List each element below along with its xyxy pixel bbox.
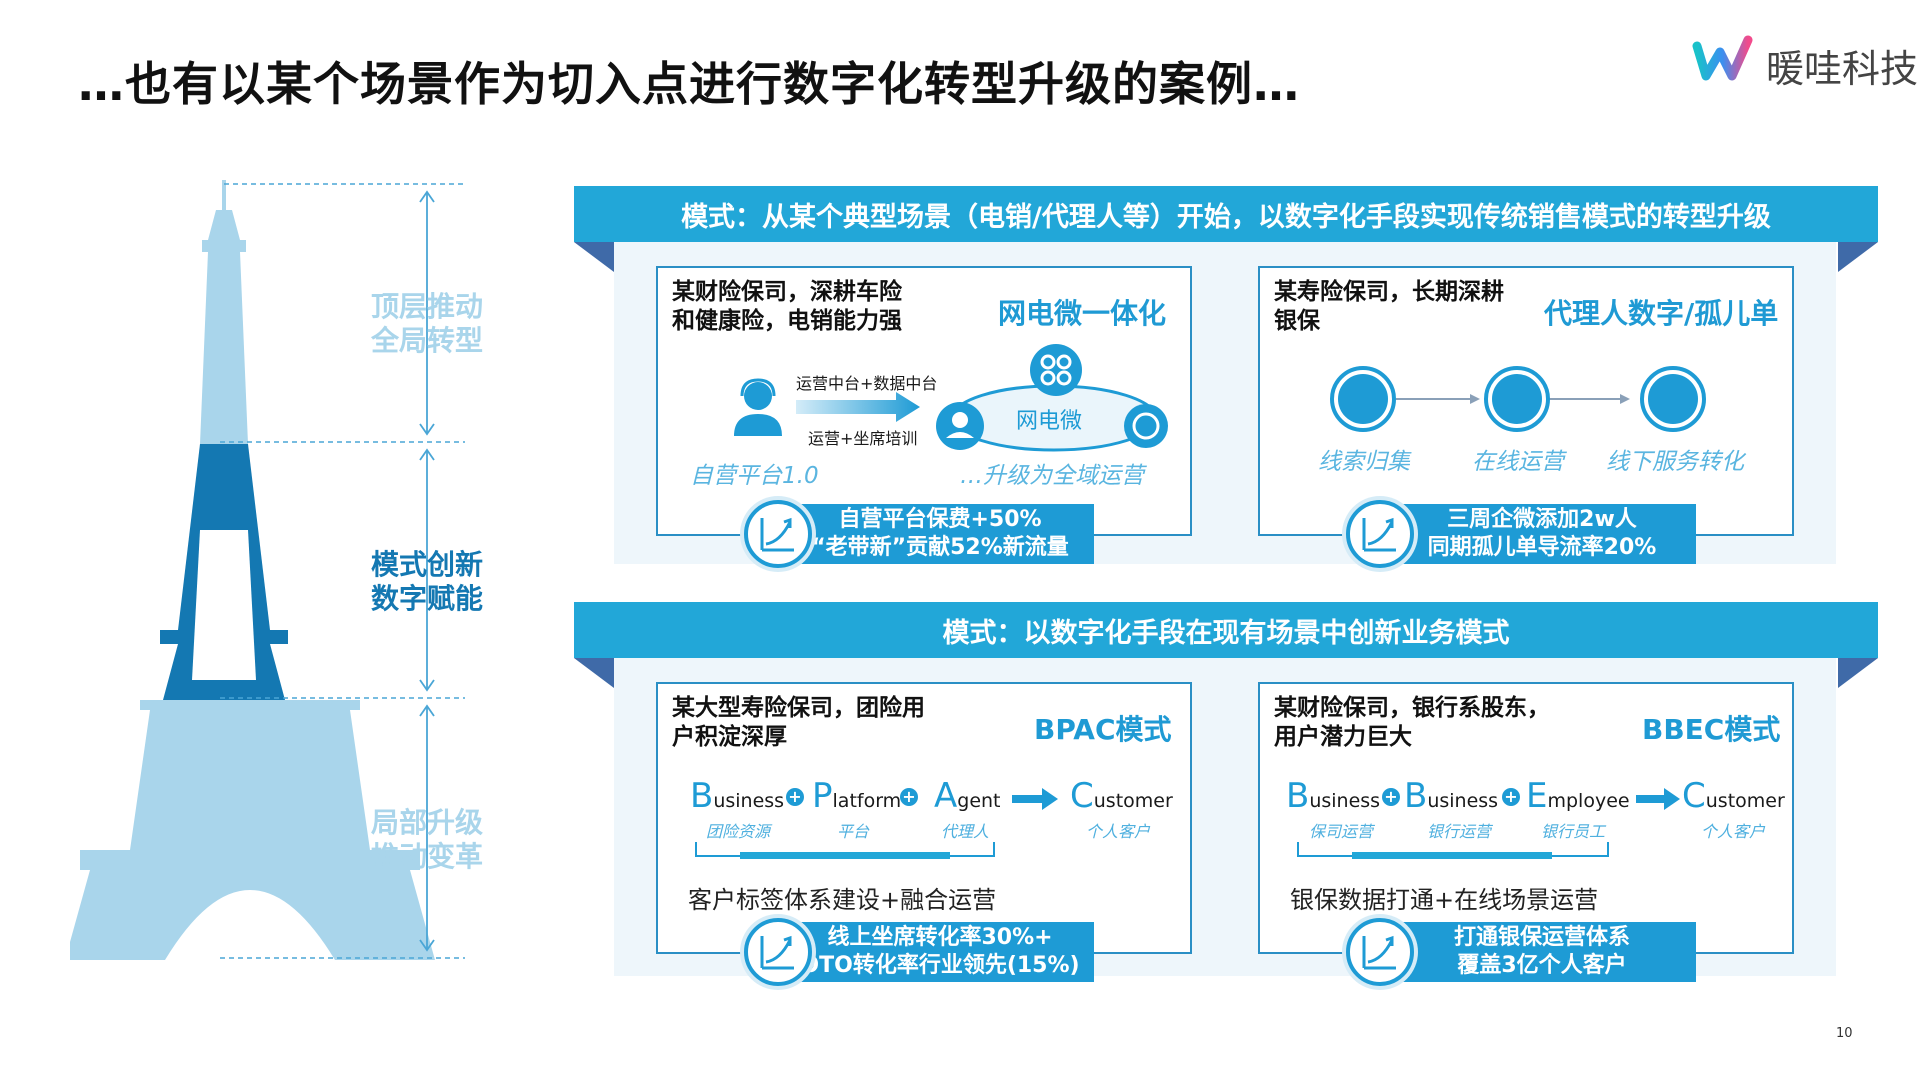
- growth-chart-icon: [744, 918, 812, 986]
- formula-term: Business: [690, 776, 785, 816]
- case-summary: 客户标签体系建设+融合运营: [688, 886, 997, 914]
- page-number: 10: [1836, 1026, 1853, 1041]
- formula-sub: 团险资源: [705, 822, 770, 841]
- growth-chart-icon: [744, 500, 812, 568]
- case-tag: BPAC模式: [1034, 713, 1172, 746]
- case-tag: 网电微一体化: [998, 297, 1167, 330]
- page-title: …也有以某个场景作为切入点进行数字化转型升级的案例…: [78, 57, 1300, 111]
- growth-chart-icon: [1346, 918, 1414, 986]
- plus-icon: +: [786, 788, 804, 806]
- formula-sub: 保司运营: [1308, 822, 1373, 841]
- brand-name: 暖哇科技: [1766, 47, 1919, 91]
- result-line-2: OTO转化率行业领先(15%): [800, 953, 1080, 978]
- result-line-1: 打通银保运营体系: [1453, 925, 1630, 950]
- result-line-2: 覆盖3亿个人客户: [1457, 953, 1627, 978]
- right-arrow-icon: [1636, 788, 1680, 810]
- zone-guides: [220, 183, 465, 959]
- formula-term: Business: [1286, 776, 1381, 816]
- upgrade-arrow: [796, 392, 920, 422]
- arrow-bottom-label: 运营+坐席培训: [808, 429, 918, 448]
- case-desc: 某财险保司，银行系股东， 用户潜力巨大: [1274, 695, 1550, 750]
- formula-sub: 个人客户: [1085, 822, 1150, 841]
- case-tag: BBEC模式: [1642, 713, 1781, 746]
- result-box: 自营平台保费+50% “老带新”贡献52%新流量: [786, 504, 1094, 564]
- banner1-fold-left: [574, 242, 614, 272]
- formula-bracket: [1297, 842, 1609, 859]
- case-desc: 某寿险保司，长期深耕 银保: [1274, 279, 1504, 334]
- zone-label-top: 顶层推动 全局转型: [370, 290, 483, 357]
- result-line-1: 线上坐席转化率30%+: [827, 925, 1053, 950]
- result-line-1: 三周企微添加2w人: [1447, 507, 1637, 532]
- online-operation-icon: [1484, 366, 1550, 432]
- step-label: 线索归集: [1318, 449, 1410, 475]
- case-desc: 某财险保司，深耕车险 和健康险，电销能力强: [672, 279, 902, 334]
- eiffel-tower-illustration: [70, 180, 435, 960]
- plus-icon: +: [1502, 788, 1520, 806]
- omnichannel-label: 网电微: [1016, 409, 1083, 434]
- zone-label-bottom: 局部升级 推动变革: [370, 806, 483, 873]
- formula-sub: 个人客户: [1700, 822, 1765, 841]
- banner1-fold-right: [1838, 242, 1878, 272]
- result-line-2: 同期孤儿单导流率20%: [1427, 535, 1657, 560]
- brand-w-icon: [1692, 35, 1753, 81]
- case-summary: 银保数据打通+在线场景运营: [1290, 886, 1599, 914]
- plus-icon: +: [900, 788, 918, 806]
- omnichannel-diagram: [936, 344, 1168, 452]
- result-line-2: “老带新”贡献52%新流量: [811, 535, 1069, 560]
- step-label: 线下服务转化: [1606, 449, 1744, 475]
- offline-service-icon: [1640, 366, 1706, 432]
- banner2-fold-right: [1838, 658, 1878, 688]
- formula-term: Customer: [1682, 776, 1785, 816]
- step-label: 在线运营: [1472, 449, 1564, 475]
- formula-term: Business: [1404, 776, 1499, 816]
- formula-term: Agent: [934, 776, 1001, 816]
- formula-bracket: [695, 842, 995, 859]
- formula-term: Platform: [812, 776, 902, 816]
- zone-label-middle: 模式创新 数字赋能: [370, 548, 483, 615]
- growth-chart-icon: [1346, 500, 1414, 568]
- agent-headset-icon: [734, 378, 782, 436]
- formula-term: Customer: [1070, 776, 1173, 816]
- right-arrow-icon: [1012, 788, 1058, 810]
- process-flow-lines: [1396, 394, 1630, 404]
- formula-term: Employee: [1526, 776, 1630, 816]
- right-caption: …升级为全域运营: [960, 463, 1144, 489]
- case-desc: 某大型寿险保司，团险用 户积淀深厚: [672, 695, 925, 750]
- section2-banner: 模式：以数字化手段在现有场景中创新业务模式: [574, 602, 1878, 658]
- case-card-bpac: [656, 682, 1192, 954]
- formula-sub: 代理人: [940, 822, 989, 841]
- formula-sub: 银行员工: [1540, 822, 1605, 841]
- section1-banner: 模式：从某个典型场景（电销/代理人等）开始，以数字化手段实现传统销售模式的转型升…: [574, 186, 1878, 242]
- left-caption: 自营平台1.0: [690, 463, 819, 489]
- plus-icon: +: [1382, 788, 1400, 806]
- result-box: 打通银保运营体系 覆盖3亿个人客户: [1388, 922, 1696, 982]
- formula-sub: 银行运营: [1426, 822, 1491, 841]
- result-box: 线上坐席转化率30%+ OTO转化率行业领先(15%): [786, 922, 1094, 982]
- result-box: 三周企微添加2w人 同期孤儿单导流率20%: [1388, 504, 1696, 564]
- banner2-fold-left: [574, 658, 614, 688]
- lead-collection-icon: [1330, 366, 1396, 432]
- formula-sub: 平台: [836, 822, 869, 841]
- case-tag: 代理人数字/孤儿单: [1544, 297, 1779, 330]
- result-line-1: 自营平台保费+50%: [838, 507, 1042, 532]
- arrow-top-label: 运营中台+数据中台: [796, 374, 938, 393]
